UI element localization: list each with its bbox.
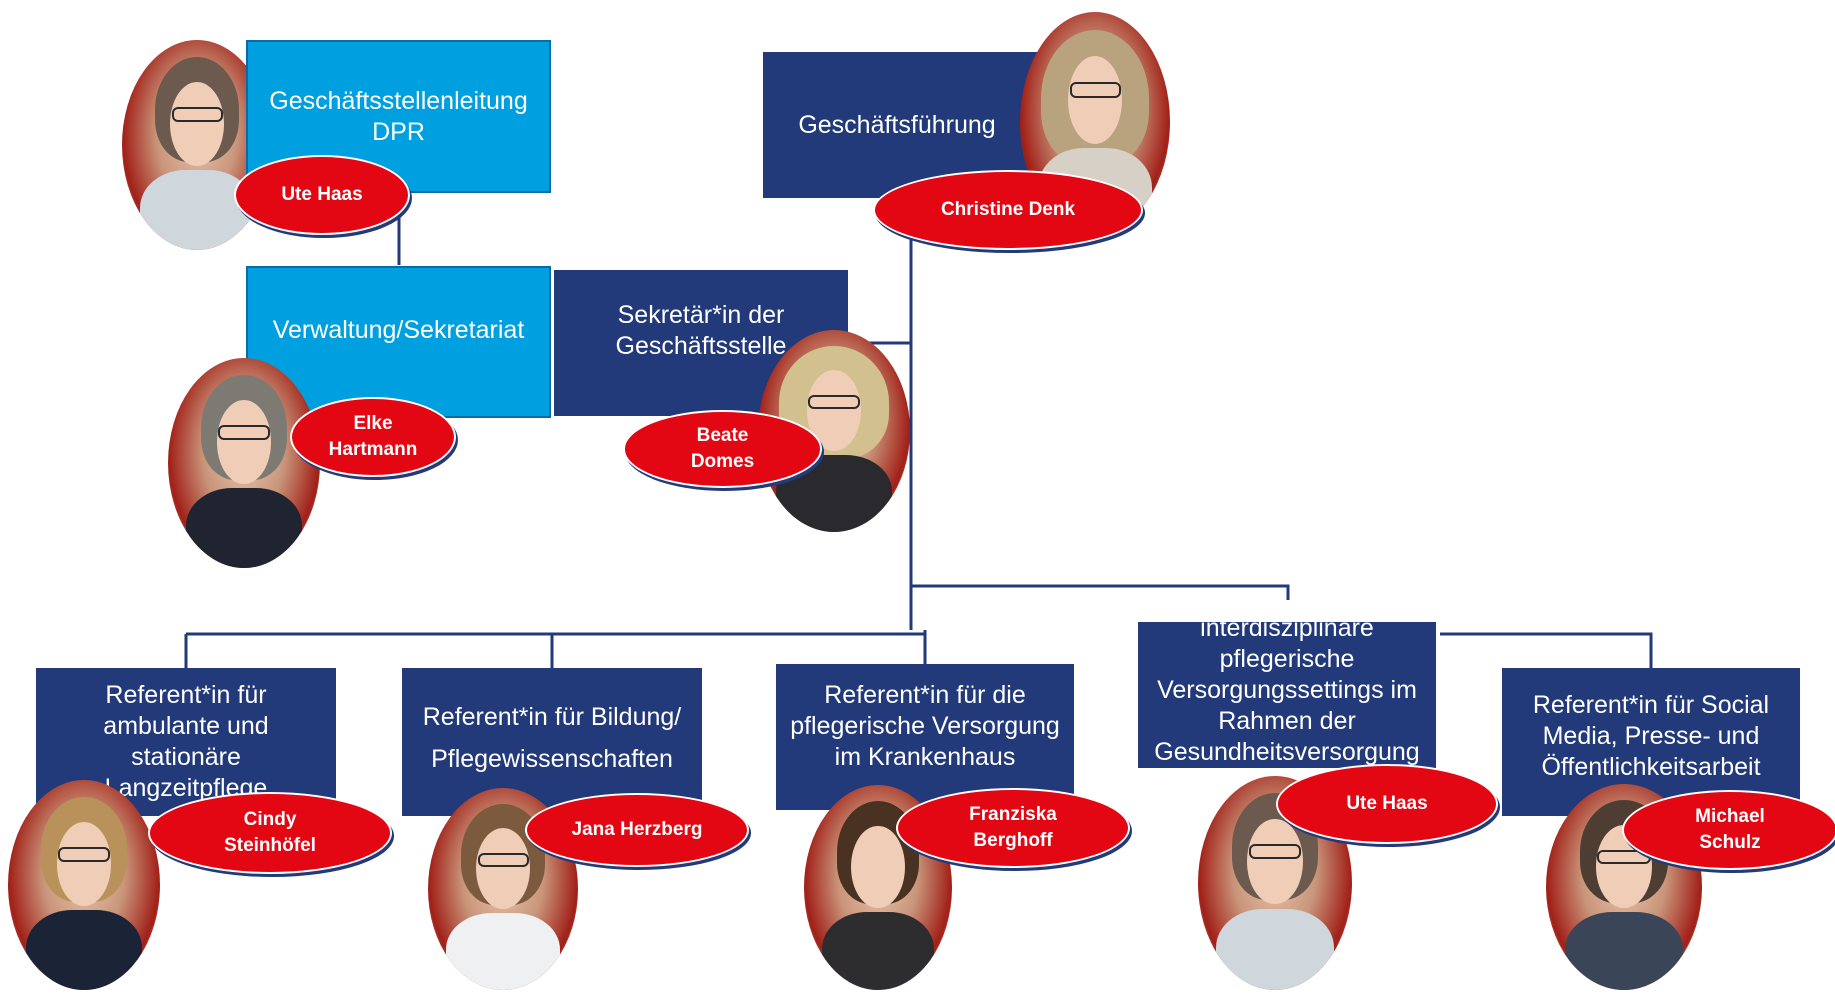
box-ref-interdisziplinaer: interdisziplinäre pflegerische Versorgun… — [1138, 622, 1436, 768]
connector-branch-right — [911, 584, 1290, 600]
box-ref-langzeitpflege: Referent*in für ambulante und stationäre… — [36, 668, 336, 816]
connector-branch-social — [1440, 632, 1653, 668]
badge-ute-haas-leitung: Ute Haas — [234, 155, 410, 235]
photo-ref-bildung — [428, 788, 578, 990]
badge-elke-hartmann: Elke Hartmann — [290, 397, 456, 477]
badge-michael-schulz: Michael Schulz — [1622, 790, 1835, 870]
badge-jana-herzberg: Jana Herzberg — [525, 793, 749, 867]
badge-ute-haas-referent: Ute Haas — [1276, 764, 1498, 844]
badge-franziska-berghoff: Franziska Berghoff — [896, 788, 1130, 868]
badge-christine-denk: Christine Denk — [873, 170, 1143, 250]
photo-ref-langzeitpflege — [8, 780, 160, 990]
box-ref-krankenhaus: Referent*in für die pflegerische Versorg… — [776, 664, 1074, 810]
badge-cindy-steinhoefel: Cindy Steinhöfel — [148, 792, 392, 874]
photo-verwaltung — [168, 358, 320, 568]
photo-ref-interdisziplinaer — [1198, 776, 1352, 990]
photo-sekretaer — [758, 330, 910, 532]
box-ref-bildung: Referent*in für Bildung/ Pflegewissensch… — [402, 668, 702, 816]
badge-beate-domes: Beate Domes — [623, 410, 822, 488]
